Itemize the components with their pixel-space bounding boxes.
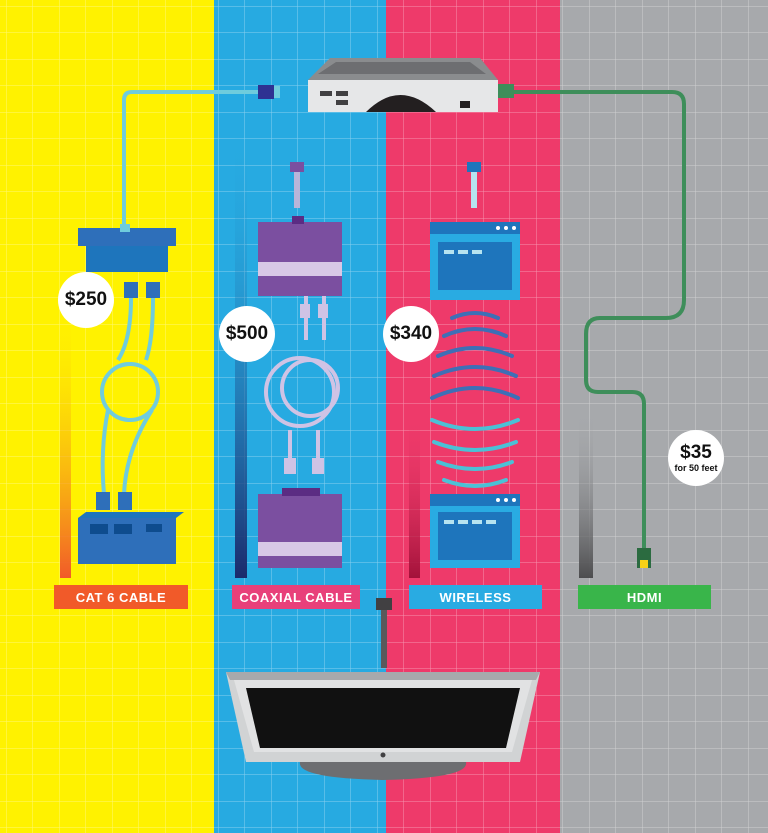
wireless-gradient-bar (409, 410, 420, 578)
label-cat6: CAT 6 CABLE (54, 585, 188, 609)
wireless-router-top-icon (430, 162, 520, 300)
price-hdmi: $35 (680, 442, 712, 463)
television-icon (226, 598, 540, 780)
price-bubble-cat6: $250 (58, 272, 114, 328)
cat6-switch-bottom-icon (78, 492, 184, 564)
label-coaxial: COAXIAL CABLE (232, 585, 360, 609)
hdmi-cable (512, 90, 686, 548)
price-bubble-coax: $500 (219, 306, 275, 362)
label-hdmi: HDMI (578, 585, 711, 609)
price-hdmi-subtext: for 50 feet (674, 463, 718, 473)
wireless-signal-waves (430, 311, 520, 488)
price-coax: $500 (225, 323, 269, 344)
cat6-cable-coil (100, 297, 160, 495)
price-cat6: $250 (64, 289, 108, 310)
coax-adapter-bottom-icon (258, 488, 342, 568)
cat6-top-cable (122, 90, 272, 228)
set-top-box-icon (308, 58, 498, 112)
price-bubble-wireless: $340 (383, 306, 439, 362)
label-wireless: WIRELESS (409, 585, 542, 609)
coax-adapter-top-icon (258, 162, 342, 296)
cat6-gradient-bar (60, 300, 71, 578)
price-wireless: $340 (389, 323, 433, 344)
cat6-switch-icon (78, 224, 176, 298)
price-bubble-hdmi: $35 for 50 feet (668, 430, 724, 486)
wireless-router-bottom-icon (430, 494, 520, 568)
hdmi-gradient-bar (579, 410, 593, 578)
coax-cable-coil (264, 296, 340, 474)
